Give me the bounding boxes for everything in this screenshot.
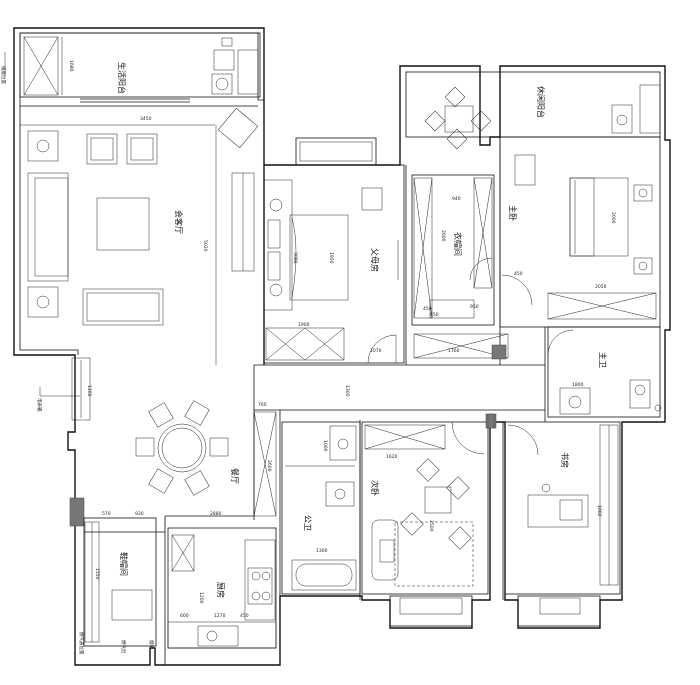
dim-570: 570 — [102, 511, 111, 517]
dim-2050: 2050 — [595, 284, 607, 290]
dim-2880: 2880 — [210, 511, 222, 517]
dim-1300: 1300 — [344, 385, 350, 397]
dim-2000: 2000 — [610, 212, 616, 224]
room-living: 会客厅 — [174, 210, 184, 234]
room-second-bedroom: 次卧 — [370, 480, 380, 496]
dim-1160: 1160 — [86, 385, 92, 397]
dim-2600: 2600 — [440, 230, 446, 242]
interior-walls — [164, 137, 546, 665]
dim-1620: 1620 — [386, 454, 398, 460]
dim-1950: 1950 — [328, 252, 334, 264]
room-master-bedroom: 主卧 — [508, 205, 518, 221]
room-kitchen: 厨房 — [216, 582, 226, 598]
study: 书房 — [487, 413, 621, 627]
dim-1900: 1900 — [298, 322, 310, 328]
dim-1200: 1200 — [198, 592, 204, 604]
dimensions: 3450 5020 1680 3080 1950 1900 2600 940 9… — [68, 60, 616, 619]
dim-1760: 1760 — [448, 348, 460, 354]
outer-walls — [13, 27, 671, 666]
dim-1300b: 1300 — [316, 548, 328, 554]
dim-940: 940 — [452, 196, 461, 202]
living-room: 会客厅 — [20, 105, 259, 365]
dim-5020: 5020 — [202, 240, 208, 252]
room-cloakroom: 衣帽间 — [453, 232, 463, 256]
dim-600: 600 — [180, 613, 189, 619]
dim-1270: 1270 — [214, 613, 226, 619]
room-dining: 餐厅 — [230, 468, 239, 484]
room-life-balcony: 生活阳台 — [117, 62, 127, 94]
dim-930: 930 — [135, 511, 144, 517]
room-shoe-cloak: 鞋帽间 — [119, 552, 129, 576]
parents-bedroom: 父母房 — [263, 137, 405, 364]
dim-1800: 1800 — [572, 382, 584, 388]
dim-760: 760 — [258, 402, 267, 408]
room-public-bath: 公卫 — [303, 515, 312, 531]
life-balcony: 生活阳台 — [19, 32, 261, 103]
note-stove: 燃气灶 — [120, 640, 127, 654]
shoe-cloak-room: 鞋帽间 — [83, 517, 165, 647]
dim-450c: 450 — [240, 613, 249, 619]
dining: 餐厅 — [135, 364, 545, 520]
dim-2600b: 2600 — [266, 460, 272, 472]
dim-950: 950 — [470, 304, 479, 310]
dim-650: 650 — [430, 312, 439, 318]
room-parents-bedroom: 父母房 — [370, 248, 380, 272]
note-meter-box: 电表箱 — [36, 398, 43, 412]
note-socket: 插座位置 — [0, 66, 7, 84]
room-master-bath: 主卫 — [598, 352, 608, 368]
dim-3450: 3450 — [140, 116, 152, 122]
notes: 插座位置 电表箱 燃气表位置 烟机 燃气灶 — [0, 66, 155, 655]
public-bath: 公卫 — [281, 421, 361, 595]
kitchen: 厨房 — [165, 515, 277, 649]
cloakroom: 衣帽间 — [411, 174, 509, 359]
dim-3080: 3080 — [292, 252, 298, 264]
room-study: 书房 — [560, 452, 570, 468]
dim-1070: 1070 — [370, 348, 382, 354]
dim-450: 450 — [423, 306, 432, 312]
dim-1550: 1550 — [94, 568, 100, 580]
dim-1680: 1680 — [68, 60, 74, 72]
dim-2500: 2500 — [428, 520, 434, 532]
master-bedroom: 主卧 — [499, 136, 661, 328]
dim-1000: 1000 — [322, 440, 328, 452]
entrance — [4, 52, 91, 527]
dim-1060: 1060 — [596, 505, 602, 517]
dim-450b: 450 — [514, 271, 523, 277]
master-bath: 主卫 — [547, 326, 662, 418]
note-hood: 烟机 — [148, 640, 155, 649]
note-gas-meter: 燃气表位置 — [78, 632, 85, 655]
room-leisure-balcony: 休闲阳台 — [536, 86, 546, 118]
